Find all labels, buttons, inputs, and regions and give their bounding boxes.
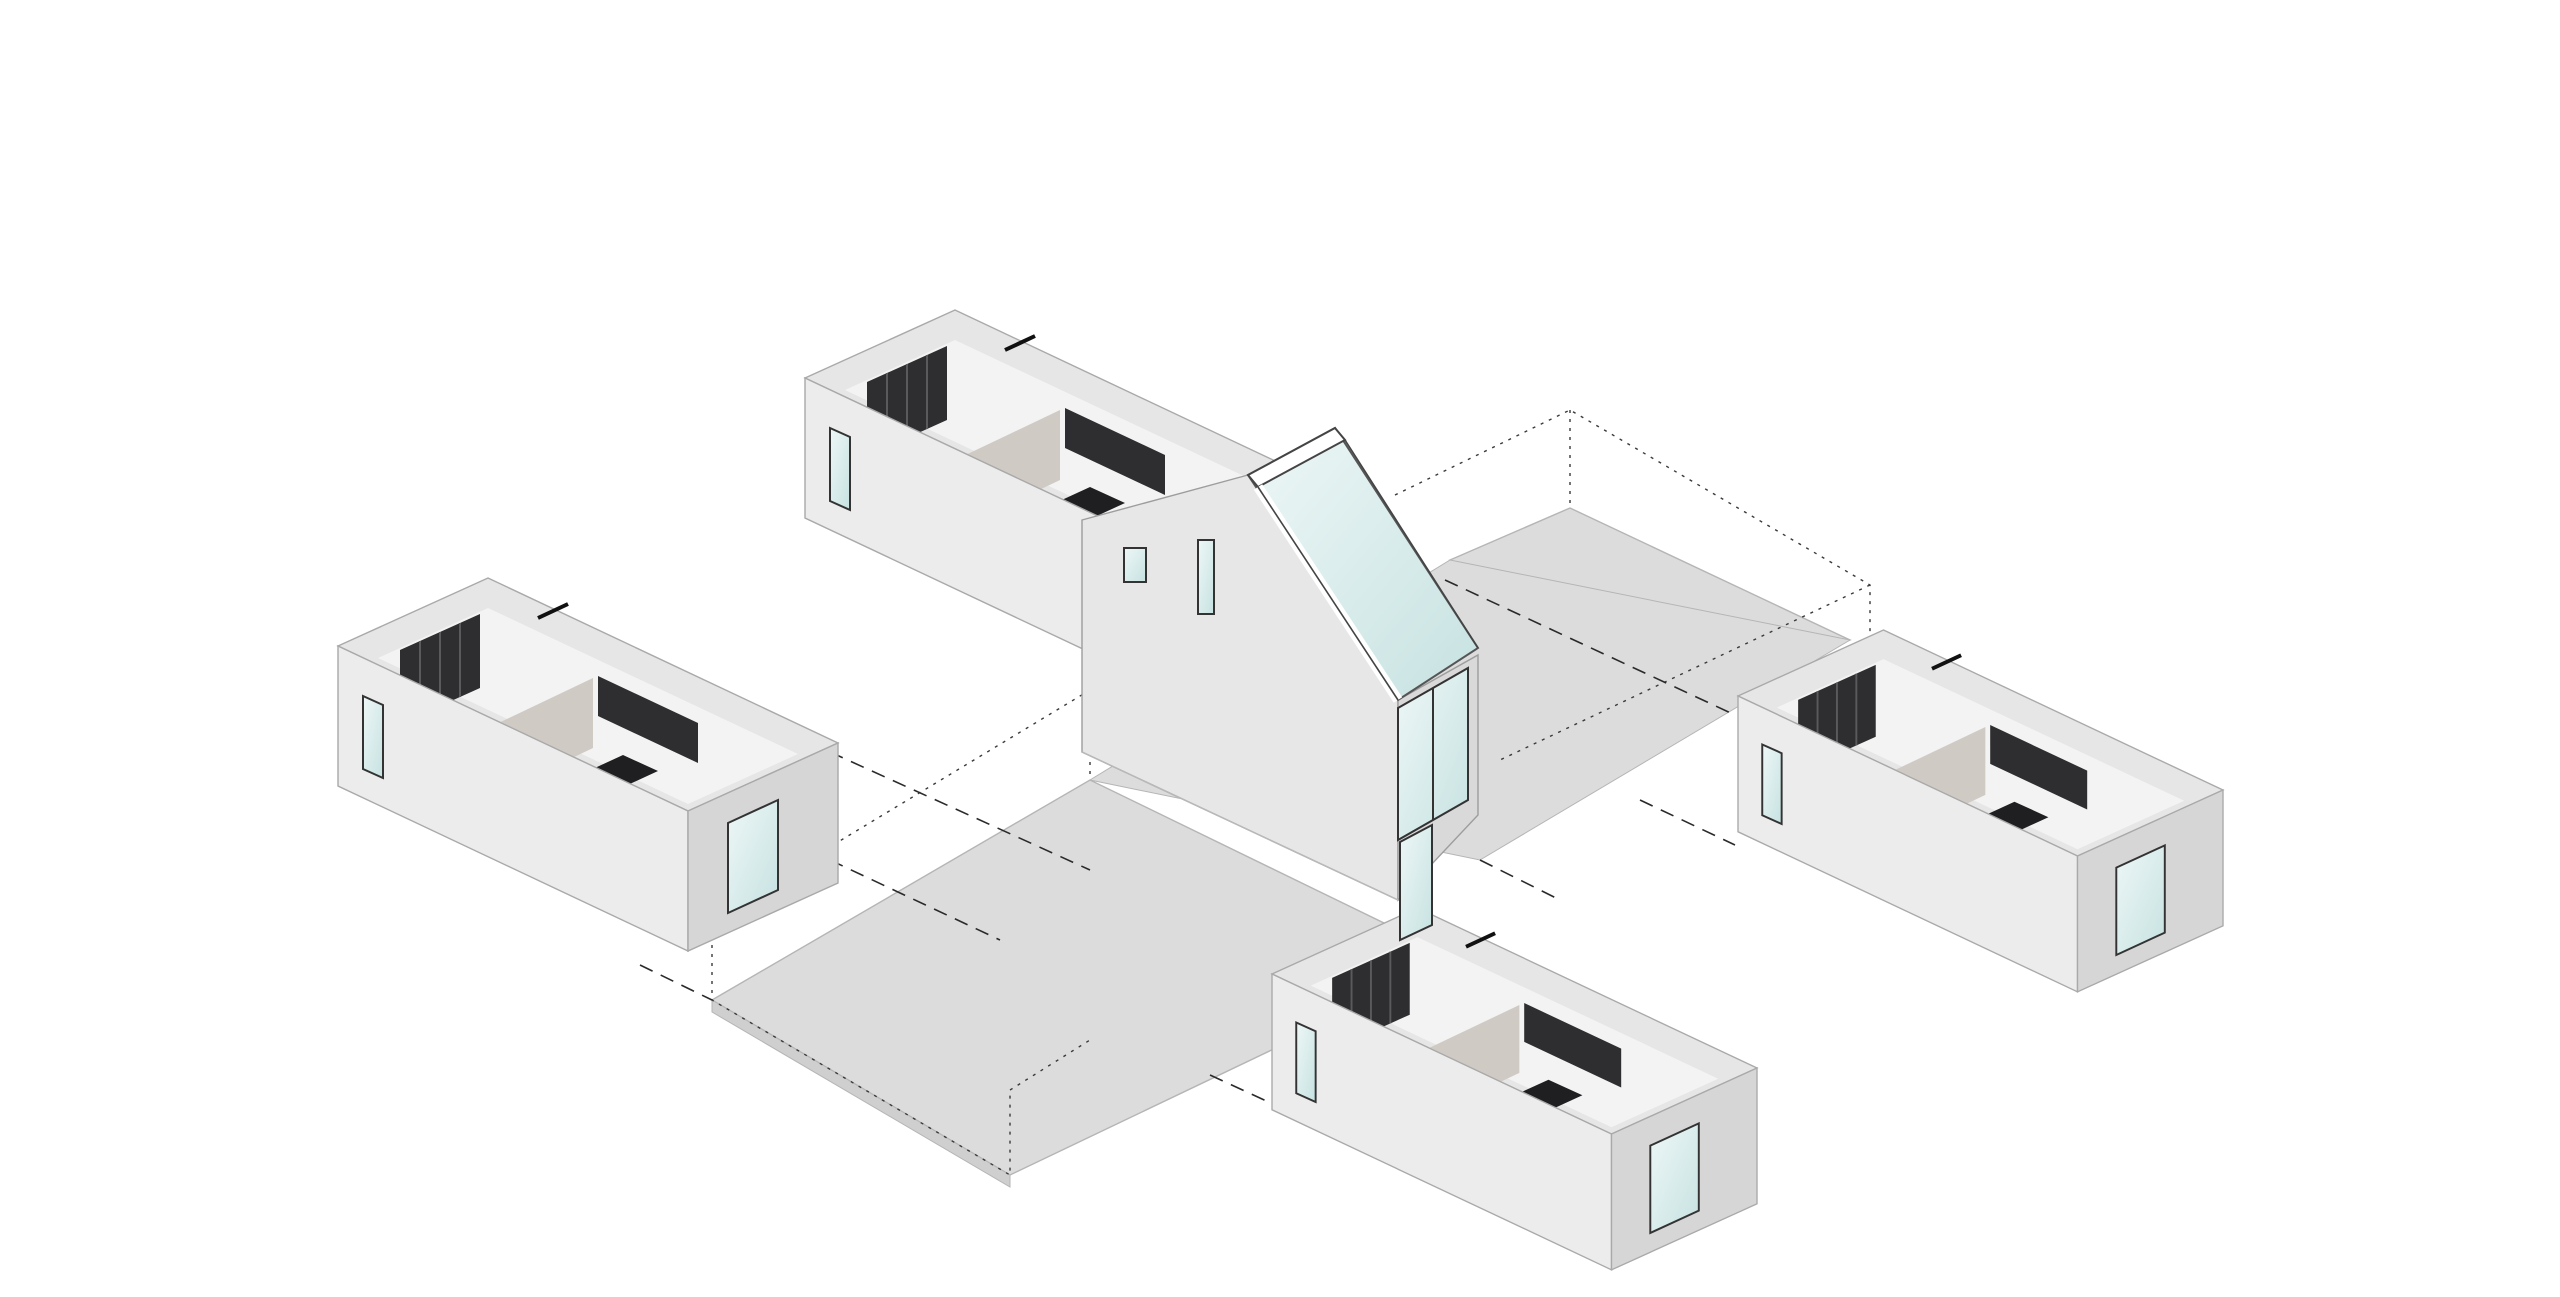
- module-left: [336, 576, 840, 953]
- module-bottom: [1270, 906, 1759, 1272]
- guide-lines: [639, 409, 1871, 1177]
- module-right: [1736, 628, 2225, 994]
- gabled-tower: [1081, 426, 1480, 942]
